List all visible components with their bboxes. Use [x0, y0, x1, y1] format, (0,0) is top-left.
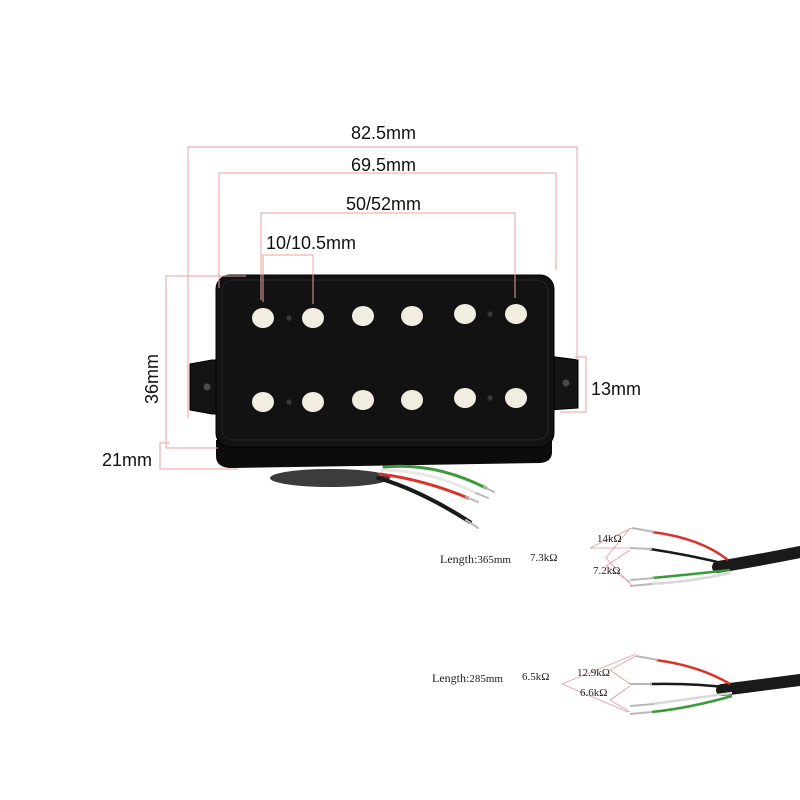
pole-piece: [302, 392, 324, 412]
pole-piece: [302, 308, 324, 328]
cable2-length-value: 285mm: [469, 673, 503, 685]
pickup-cover: [215, 274, 555, 448]
pole-piece: [352, 390, 374, 410]
cable1-length-label: Length:: [440, 552, 478, 566]
dim-overall-length: 82.5mm: [351, 123, 417, 143]
wiring-cable-2: [560, 653, 800, 715]
pole-row-bottom: [252, 388, 527, 412]
wiring-cable-1: [589, 527, 800, 587]
pole-row-top: [252, 304, 527, 328]
pole-piece: [401, 390, 423, 410]
pole-piece: [454, 388, 476, 408]
cable1-upper-resistance: 14kΩ: [597, 533, 622, 545]
dim-bobbin-length: 69.5mm: [351, 155, 417, 175]
cable1-length-value: 365mm: [477, 554, 511, 566]
cable2-length-label: Length:: [432, 671, 470, 685]
cover-screw-holes: [286, 311, 493, 405]
pole-piece: [454, 304, 476, 324]
cable2-length: Length:285mm: [432, 672, 503, 685]
cable1-length: Length:365mm: [440, 553, 511, 566]
cable1-lower-resistance: 7.2kΩ: [593, 565, 621, 577]
dim-ear-height: 13mm: [591, 379, 642, 399]
cable1-total-resistance: 7.3kΩ: [530, 552, 558, 564]
pole-piece: [352, 306, 374, 326]
pole-piece: [401, 306, 423, 326]
cable2-lower-resistance: 6.6kΩ: [580, 687, 608, 699]
cable2-upper-resistance: 12.9kΩ: [577, 667, 610, 679]
pole-piece: [252, 392, 274, 412]
pickup-shadow: [270, 469, 390, 487]
pickup-lead-wires: [376, 464, 495, 529]
dim-pole-span: 50/52mm: [346, 194, 422, 214]
pole-piece: [505, 388, 527, 408]
pole-piece: [252, 308, 274, 328]
pole-piece: [505, 304, 527, 324]
dimension-lines: [159, 146, 587, 470]
mounting-hole-left: [203, 383, 211, 391]
dim-depth: 21mm: [102, 450, 153, 470]
mounting-hole-right: [562, 379, 570, 387]
dim-height: 36mm: [142, 353, 162, 404]
cable2-total-resistance: 6.5kΩ: [522, 671, 550, 683]
dim-pole-spacing: 10/10.5mm: [266, 233, 357, 253]
